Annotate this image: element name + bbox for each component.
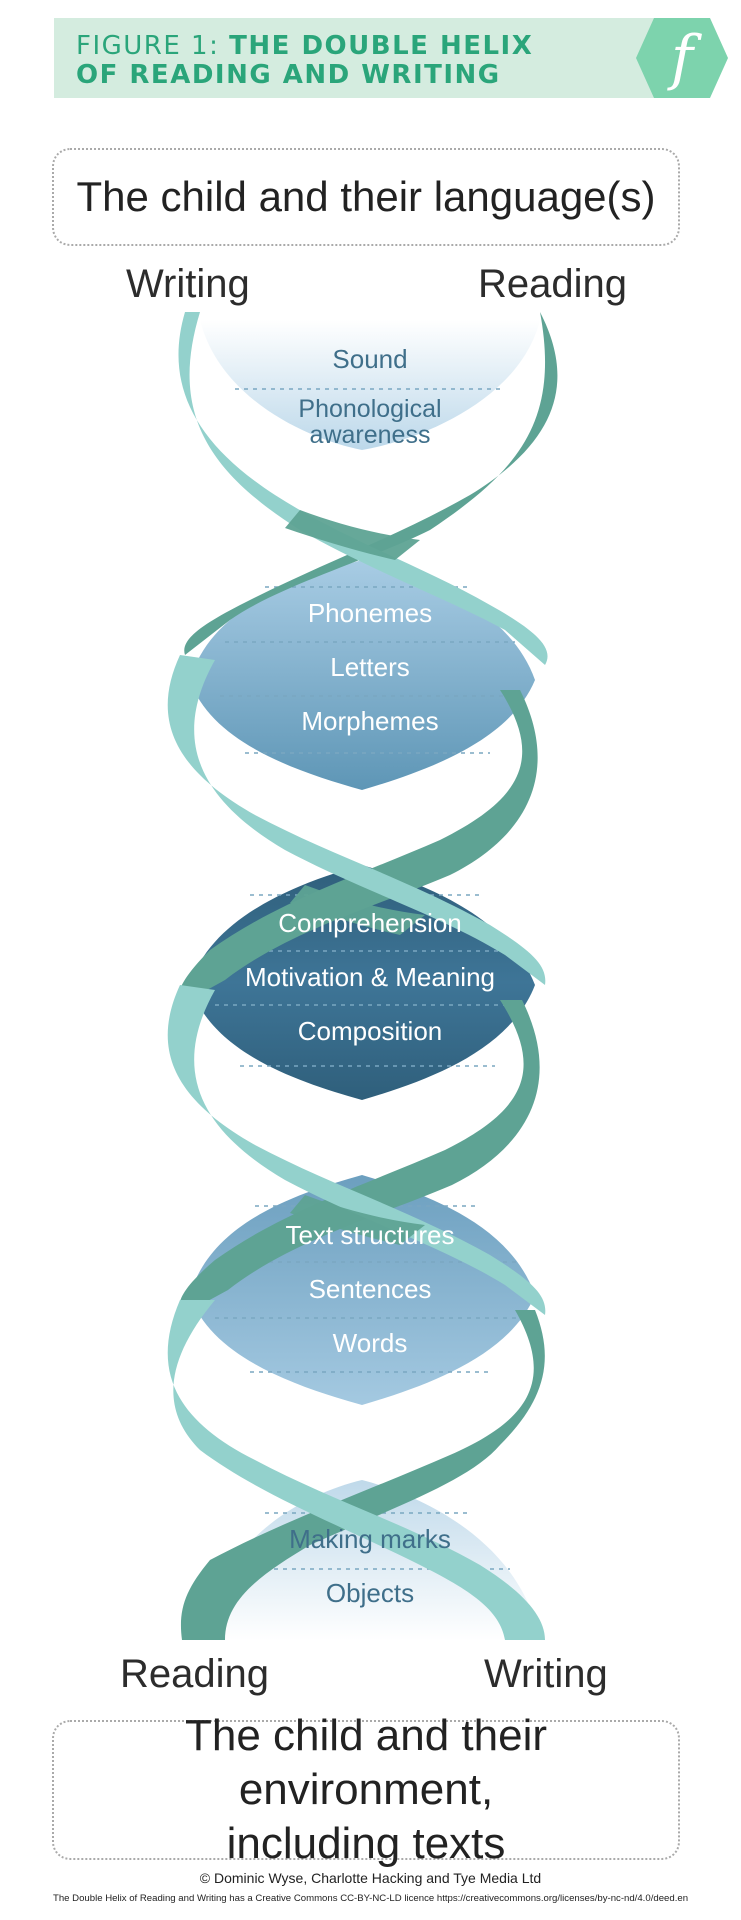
label-bottom-left: Reading bbox=[120, 1652, 270, 1696]
rung-composition: Composition bbox=[297, 1016, 443, 1046]
rung-objects: Objects bbox=[325, 1578, 415, 1608]
figure-title: FIGURE 1: THE DOUBLE HELIX OF READING AN… bbox=[76, 32, 533, 90]
helix-strand-dark bbox=[178, 312, 558, 1640]
rung-comprehension: Comprehension bbox=[278, 908, 462, 938]
bottom-box-line2: including texts bbox=[226, 1819, 506, 1868]
rung-morphemes: Morphemes bbox=[301, 706, 439, 736]
label-top-left: Writing bbox=[126, 262, 250, 306]
helix-crossings bbox=[285, 510, 425, 1245]
rung-panel-1 bbox=[200, 320, 540, 450]
rung-panel-5 bbox=[200, 1480, 540, 1640]
figure-title-line1: THE DOUBLE HELIX bbox=[229, 31, 534, 61]
rung-phonological: Phonological bbox=[298, 395, 442, 423]
helix-strand-light bbox=[167, 312, 548, 1640]
top-box: The child and their language(s) bbox=[52, 148, 680, 246]
top-box-text: The child and their language(s) bbox=[76, 173, 656, 220]
bottom-box: The child and their environment, includi… bbox=[52, 1711, 680, 1868]
figure-title-line2: OF READING AND WRITING bbox=[76, 60, 501, 90]
rung-motivation: Motivation & Meaning bbox=[244, 962, 496, 992]
rung-panel-2 bbox=[190, 560, 535, 790]
rung-letters: Letters bbox=[330, 652, 410, 682]
licence-text: The Double Helix of Reading and Writing … bbox=[52, 1893, 689, 1904]
copyright-text: © Dominic Wyse, Charlotte Hacking and Ty… bbox=[199, 1870, 542, 1886]
rung-words: Words bbox=[332, 1328, 408, 1358]
rung-awareness: awareness bbox=[309, 421, 431, 449]
label-bottom-right: Writing bbox=[484, 1652, 608, 1696]
figure-banner bbox=[54, 18, 690, 98]
rung-phonemes: Phonemes bbox=[307, 598, 433, 628]
rung-text-structures: Text structures bbox=[285, 1220, 455, 1250]
bottom-box-line1: The child and their environment, bbox=[185, 1711, 547, 1814]
label-top-right: Reading bbox=[478, 262, 628, 306]
rung-making-marks: Making marks bbox=[289, 1524, 451, 1554]
rung-sentences: Sentences bbox=[308, 1274, 432, 1304]
figure-label: FIGURE 1: bbox=[76, 31, 220, 61]
publisher-logo-icon: f bbox=[636, 18, 728, 98]
rung-sound: Sound bbox=[332, 344, 408, 374]
